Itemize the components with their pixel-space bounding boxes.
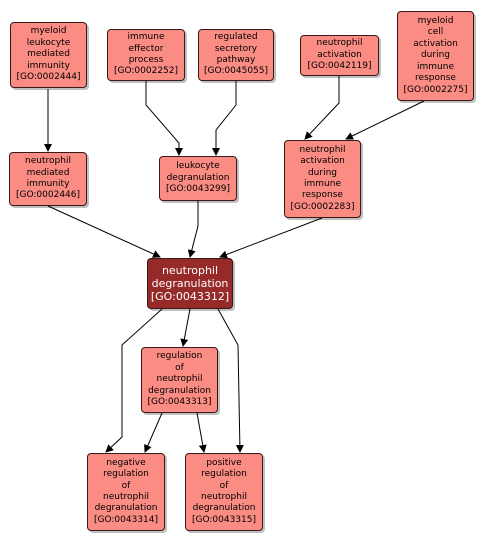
edge-arrow [217,308,244,453]
node-label-line: [GO:0042119] [307,61,372,72]
node-label-line: myeloid [30,26,67,37]
edge-arrow [196,412,207,453]
node-label-line: neutrophil [201,492,247,502]
node-label-line: [GO:0045055] [203,66,269,77]
node-label-line: leukocyte [26,37,71,48]
edge-arrow [212,81,237,156]
node-label-line: [GO:0002252] [113,66,179,77]
edge-arrow [345,100,425,140]
node-label-line: leukocyte [176,161,220,172]
edge-arrow [145,81,183,156]
node-label-line: positive [206,457,242,468]
node-label-line: mediated [26,167,70,178]
node-label-line: response [302,190,343,201]
node-label-line: [GO:0043312] [150,290,230,304]
node-label-line: immune [304,179,341,189]
node-label-line: regulation [201,469,247,480]
node-label-line: [GO:0002444] [16,72,81,83]
edge-arrow [219,217,323,259]
node-label-line: regulation [103,469,149,480]
node-label-line: [GO:0002446] [15,190,81,201]
node-label-line: degranulation [148,385,211,396]
node-label-line: [GO:0043315] [191,514,257,525]
node-label-line: activation [300,156,345,167]
node-label-line: activation [413,38,458,49]
node-label-line: immunity [26,179,70,189]
node-label-line: [GO:0043313] [147,397,212,408]
node-label-line: neutrophil [103,492,149,502]
node-label-line: [GO:0002283] [290,201,355,212]
node-label-line: neutrophil [299,144,346,155]
node-label-line: process [128,55,164,65]
node-label-line: of [175,362,184,373]
node-label-line: neutrophil [25,156,71,167]
node-label-line: myeloid [417,16,454,27]
node-label-line: effector [128,43,164,54]
node-label-line: response [415,73,456,84]
node-label-line: immune [127,32,165,43]
node-label-line: secretory [214,43,258,54]
node-label-line: neutrophil [316,38,363,49]
node-label-line: negative [106,457,146,468]
edge-arrow [47,205,161,258]
edge-arrow [105,308,163,453]
edge-arrow [304,76,340,140]
node-label-line: degranulation [94,503,158,514]
node-label-line: cell [427,27,444,38]
node-label-line: regulation [156,351,203,362]
node-label-line: during [420,50,451,61]
node-label-line: regulated [214,32,258,43]
node-label-line: pathway [216,55,256,65]
node-label-line: [GO:0002275] [403,84,468,95]
node-label-line: mediated [27,49,70,60]
node-label-line: neutrophil [161,263,219,277]
node-label-line: of [219,480,229,491]
node-label-line: degranulation [192,503,256,514]
node-label-line: [GO:0043314] [93,514,159,525]
node-label-line: of [121,480,131,491]
node-label-line: degranulation [151,276,229,290]
node-label-line: activation [317,49,362,60]
node-label-line: [GO:0043299] [165,184,231,195]
edge-arrow [144,412,163,453]
node-label-line: immune [417,61,454,72]
edge-arrow [187,201,199,258]
edge-arrow [180,308,191,347]
node-label-line: immunity [27,60,70,71]
node-label-line: neutrophil [156,374,203,385]
node-label-line: degranulation [166,172,230,183]
node-label-line: during [307,167,338,178]
